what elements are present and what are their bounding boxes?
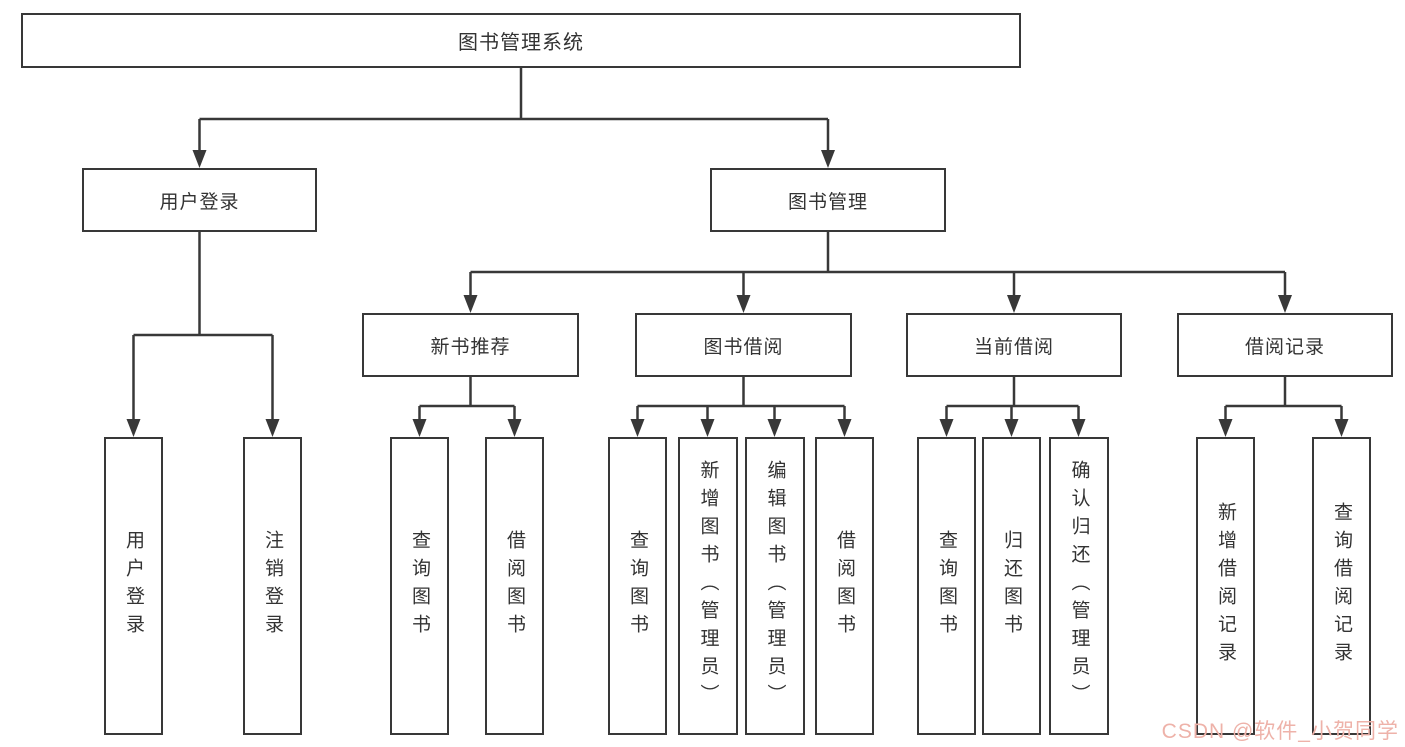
- node-label: 图书管理: [787, 191, 868, 213]
- node-label: 查询图书: [936, 530, 957, 642]
- node-label: 图书管理系统: [458, 32, 584, 54]
- node-label: 注销登录: [262, 530, 283, 642]
- arrowheads: [126, 150, 1349, 437]
- leaf-confirm-return-admin: 确认归还（管理员）: [1049, 437, 1109, 735]
- node-label: 用户登录: [159, 191, 240, 213]
- node-label: 新增借阅记录: [1215, 502, 1236, 670]
- node-label: 查询图书: [627, 530, 648, 642]
- node-current-borrowing: 当前借阅: [906, 313, 1122, 377]
- node-label: 查询图书: [409, 530, 430, 642]
- leaf-logout: 注销登录: [243, 437, 302, 735]
- node-label: 用户登录: [123, 530, 144, 642]
- node-label: 编辑图书（管理员）: [764, 460, 786, 712]
- node-user-login: 用户登录: [82, 168, 317, 232]
- node-label: 查询借阅记录: [1331, 502, 1352, 670]
- node-new-book-recommendation: 新书推荐: [362, 313, 579, 377]
- node-label: 确认归还（管理员）: [1068, 460, 1090, 712]
- node-label: 归还图书: [1001, 530, 1022, 642]
- node-label: 借阅图书: [834, 530, 855, 642]
- leaf-edit-book-admin: 编辑图书（管理员）: [745, 437, 805, 735]
- leaf-query-books-borrowing: 查询图书: [608, 437, 667, 735]
- connector-paths: [132, 68, 1343, 422]
- leaf-borrow-books-borrowing: 借阅图书: [815, 437, 874, 735]
- node-label: 当前借阅: [973, 336, 1054, 358]
- node-book-borrowing: 图书借阅: [635, 313, 852, 377]
- leaf-add-book-admin: 新增图书（管理员）: [678, 437, 738, 735]
- node-label: 新书推荐: [430, 336, 511, 358]
- node-label: 新增图书（管理员）: [697, 460, 719, 712]
- leaf-user-login: 用户登录: [104, 437, 163, 735]
- node-book-management: 图书管理: [710, 168, 946, 232]
- watermark: CSDN @软件_小贺同学: [1161, 720, 1399, 743]
- node-label: 图书借阅: [703, 336, 784, 358]
- node-book-management-system: 图书管理系统: [21, 13, 1021, 68]
- leaf-return-books: 归还图书: [982, 437, 1041, 735]
- leaf-add-borrow-record: 新增借阅记录: [1196, 437, 1255, 735]
- leaf-query-books-current: 查询图书: [917, 437, 976, 735]
- leaf-query-borrow-record: 查询借阅记录: [1312, 437, 1371, 735]
- node-borrowing-records: 借阅记录: [1177, 313, 1393, 377]
- leaf-query-books-recommend: 查询图书: [390, 437, 449, 735]
- leaf-borrow-books-recommend: 借阅图书: [485, 437, 544, 735]
- node-label: 借阅记录: [1244, 336, 1325, 358]
- node-label: 借阅图书: [504, 530, 525, 642]
